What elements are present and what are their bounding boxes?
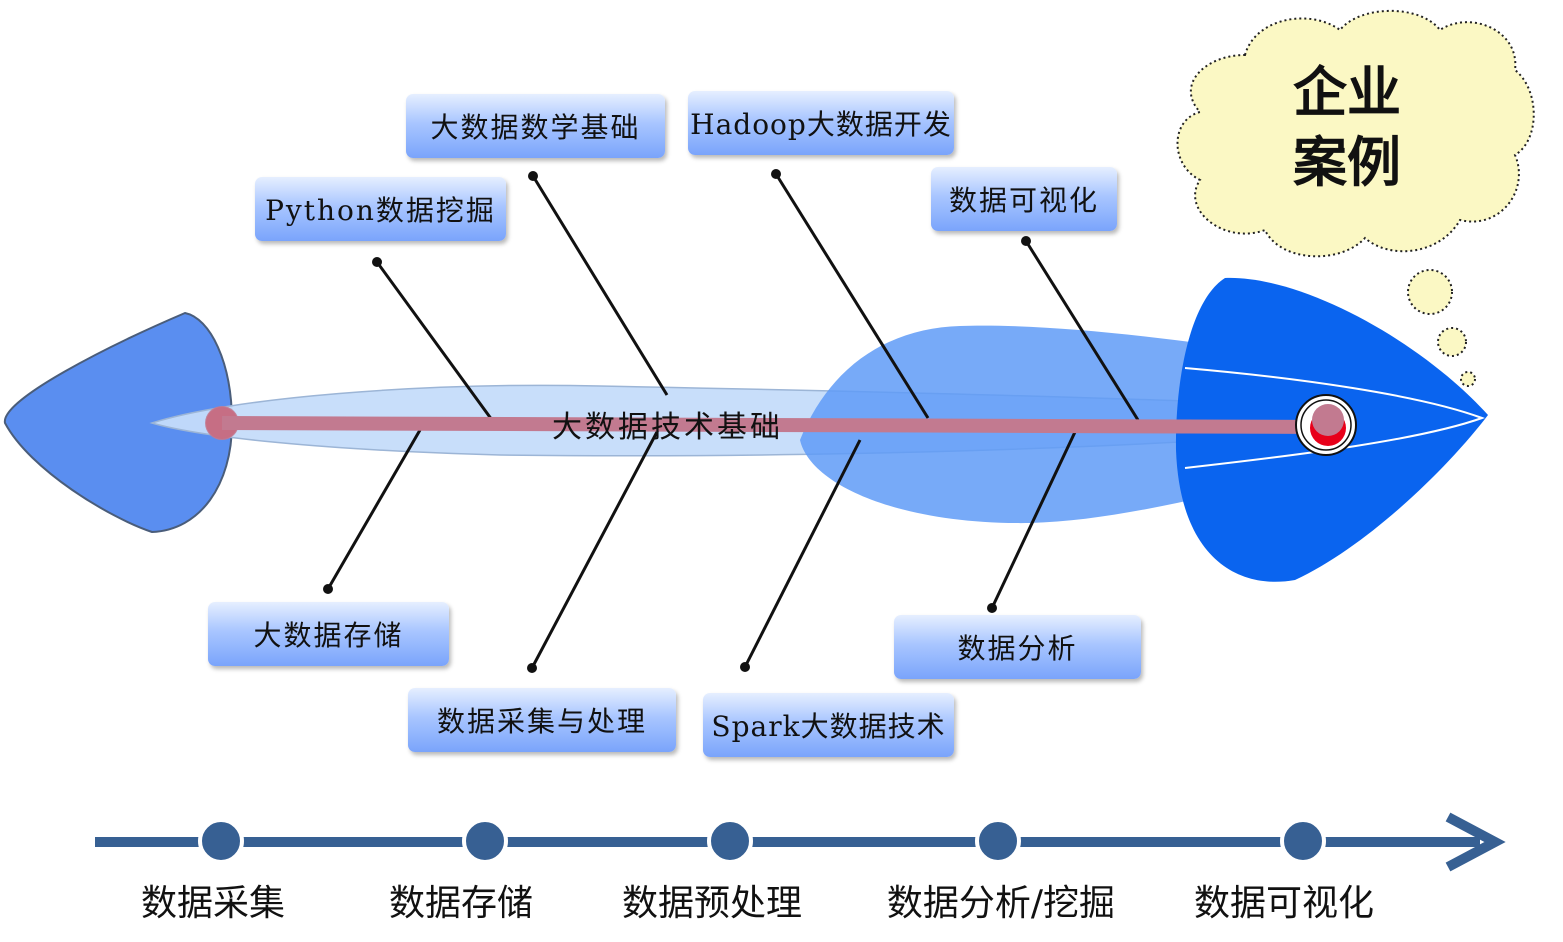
branch-box-hadoop[interactable]: Hadoop大数据开发 bbox=[688, 91, 954, 155]
timeline-node-2 bbox=[462, 818, 508, 864]
timeline-label-3: 数据预处理 bbox=[621, 883, 803, 924]
spine-label: 大数据技术基础 bbox=[552, 410, 783, 445]
branch-line-math bbox=[531, 175, 669, 396]
branch-dot-spark bbox=[740, 662, 750, 672]
branch-dot-analysis bbox=[987, 603, 997, 613]
branch-box-collect[interactable]: 数据采集与处理 bbox=[408, 688, 676, 752]
goal-text: 企业 案例 bbox=[1282, 58, 1412, 198]
timeline-arrowhead bbox=[1445, 812, 1506, 872]
goal-line-2: 案例 bbox=[1293, 131, 1401, 194]
branch-dot-storage bbox=[323, 584, 333, 594]
branch-box-visualization[interactable]: 数据可视化 bbox=[931, 167, 1117, 231]
branch-dot-vis bbox=[1021, 236, 1031, 246]
branch-box-python[interactable]: Python数据挖掘 bbox=[255, 177, 506, 241]
fish-tail bbox=[3, 311, 234, 534]
branch-line-collect bbox=[530, 429, 660, 669]
branch-dot-collect bbox=[527, 663, 537, 673]
branch-dot-hadoop bbox=[771, 169, 781, 179]
branch-line-storage bbox=[326, 429, 422, 590]
timeline-node-3 bbox=[707, 818, 753, 864]
branch-box-analysis[interactable]: 数据分析 bbox=[894, 615, 1141, 679]
timeline-node-4 bbox=[975, 818, 1021, 864]
eye-inner-ring bbox=[1300, 399, 1352, 451]
branch-dot-python bbox=[372, 257, 382, 267]
goal-line-1: 企业 bbox=[1293, 61, 1401, 124]
fish-head-outline bbox=[1184, 367, 1485, 469]
thought-cloud bbox=[1176, 9, 1535, 387]
timeline-node-1 bbox=[198, 818, 244, 864]
branch-line-python bbox=[375, 261, 494, 421]
timeline-label-2: 数据存储 bbox=[388, 883, 534, 924]
branch-line-vis bbox=[1024, 240, 1140, 421]
timeline-label-5: 数据可视化 bbox=[1193, 883, 1375, 924]
branch-dot-math bbox=[528, 171, 538, 181]
branch-box-math[interactable]: 大数据数学基础 bbox=[406, 94, 665, 158]
spine-line bbox=[221, 416, 1331, 434]
branch-line-spark bbox=[743, 439, 862, 668]
branch-box-spark[interactable]: Spark大数据技术 bbox=[703, 693, 954, 757]
branch-line-analysis bbox=[990, 431, 1077, 609]
branch-box-storage[interactable]: 大数据存储 bbox=[208, 602, 449, 666]
eye-cap bbox=[1312, 404, 1344, 436]
timeline-label-1: 数据采集 bbox=[140, 883, 286, 924]
timeline-label-4: 数据分析/挖掘 bbox=[886, 883, 1116, 924]
timeline-node-5 bbox=[1280, 818, 1326, 864]
branch-line-hadoop bbox=[774, 173, 930, 419]
